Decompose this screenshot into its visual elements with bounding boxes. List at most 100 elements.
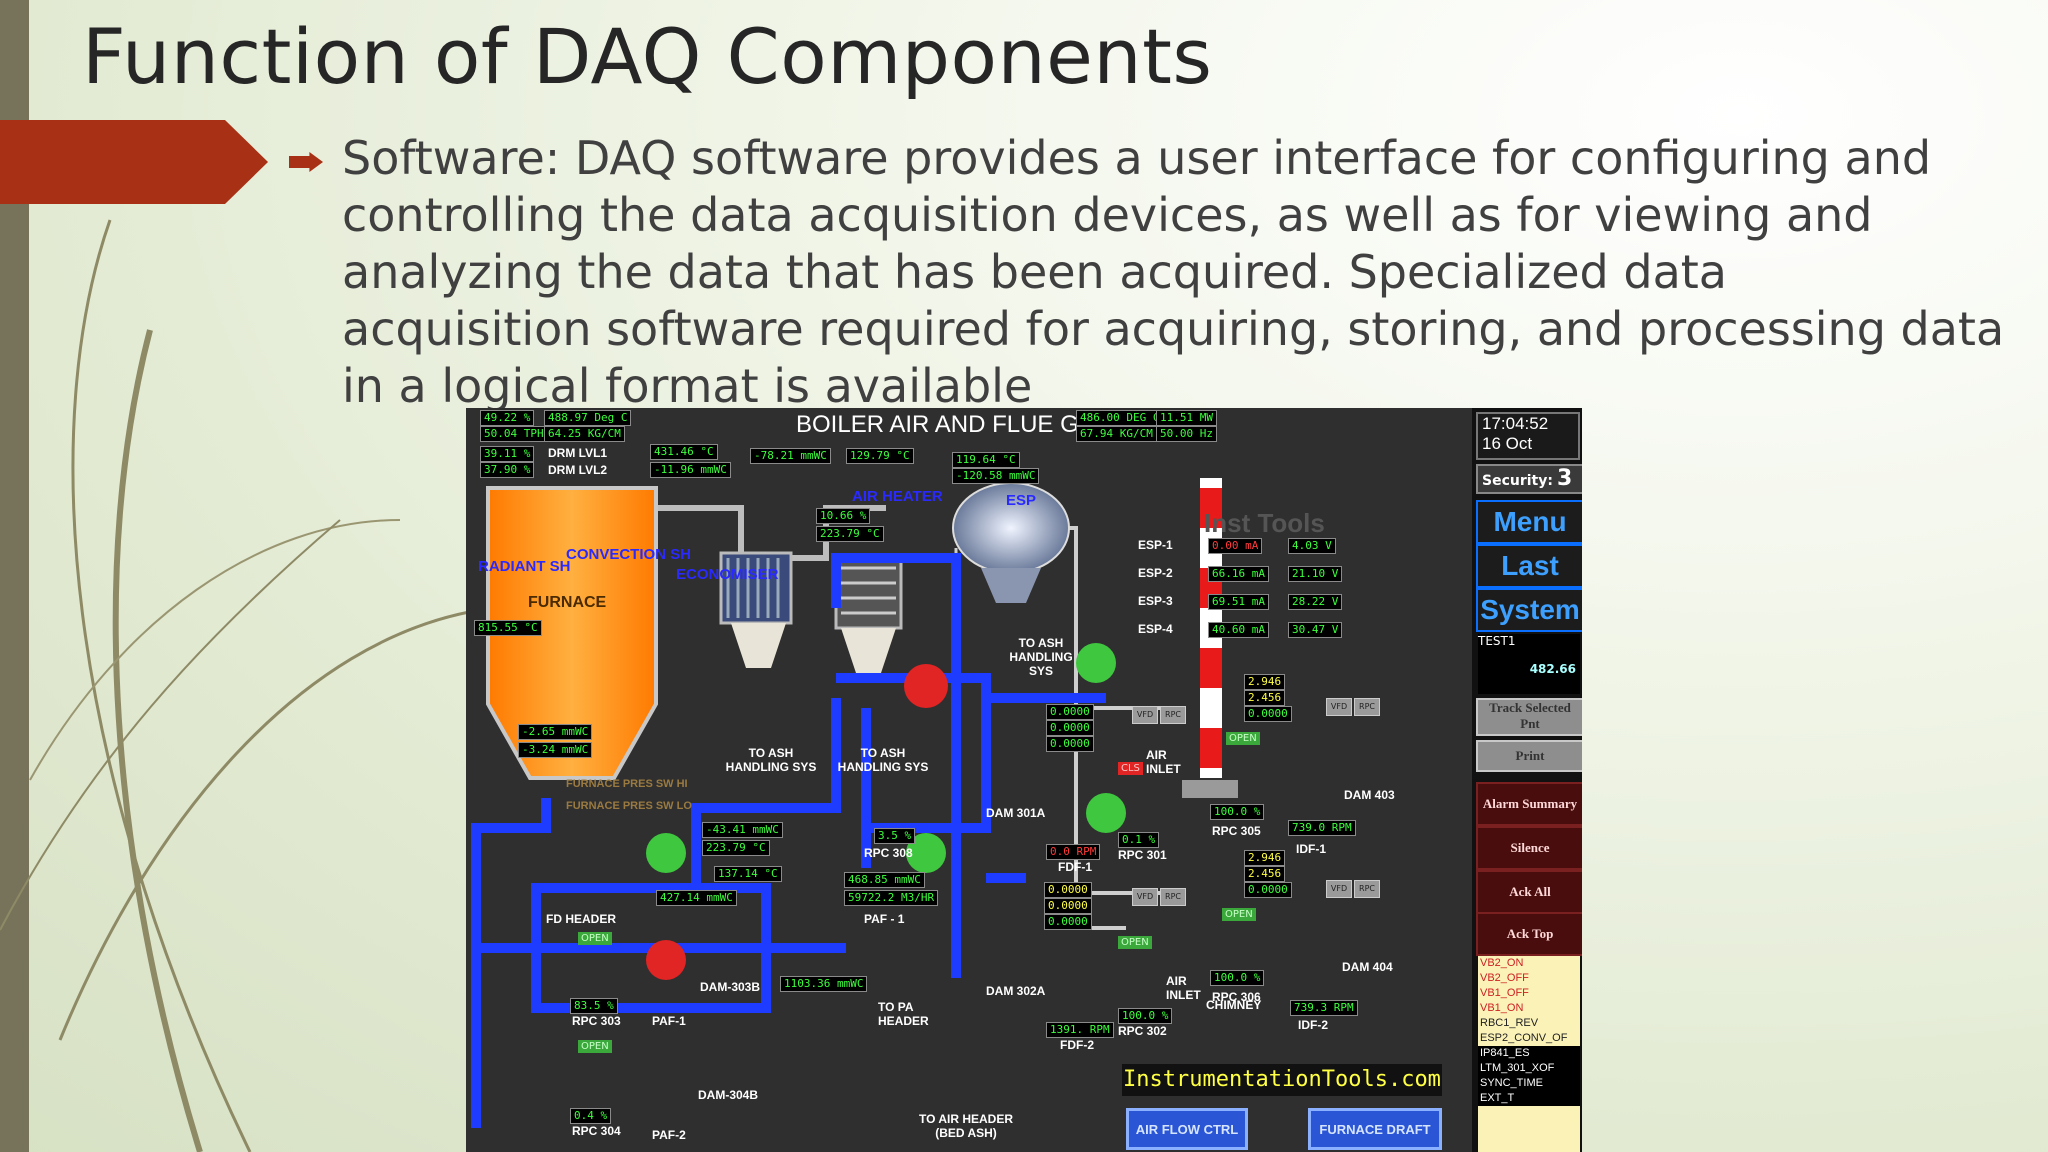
value-box: 427.14 mmWC (656, 890, 737, 906)
value-box: 137.14 °C (714, 866, 782, 882)
value-box: 11.51 MW (1156, 410, 1217, 426)
controller-pv[interactable]: 0.0000 (1046, 704, 1094, 720)
controller-label: RPC 302 (1118, 1024, 1167, 1038)
rpc-button[interactable]: RPC (1160, 706, 1186, 724)
fan-label: IDF-1 (1296, 842, 1326, 856)
value-box: 67.94 KG/CM (1076, 426, 1157, 442)
body-line: Software: DAQ software provides a user i… (342, 131, 1932, 185)
menu-button[interactable]: Menu (1476, 500, 1582, 544)
controller-out[interactable]: 0.0000 (1244, 706, 1292, 722)
air-flow-ctrl-button[interactable]: AIR FLOW CTRL (1126, 1108, 1248, 1150)
controller-pv[interactable]: 2.946 (1244, 674, 1286, 690)
value-box: -43.41 mmWC (702, 822, 783, 838)
alarm-item[interactable]: LTM_301_XOF (1478, 1061, 1580, 1076)
value-box: 0.4 % (570, 1108, 612, 1124)
controller-label: RPC 303 (572, 1014, 621, 1028)
ash-handling-label: TO ASH HANDLING SYS (725, 746, 817, 774)
track-selected-point-button[interactable]: Track Selected Pnt (1476, 698, 1582, 736)
vfd-button[interactable]: VFD (1132, 888, 1158, 906)
value-box: 739.0 RPM (1288, 820, 1356, 836)
clock-time: 17:04:52 (1482, 414, 1549, 433)
controller-pv[interactable]: 0.0000 (1044, 882, 1092, 898)
value-box: 815.55 °C (474, 620, 542, 636)
controller-sp[interactable]: 0.0000 (1046, 720, 1094, 736)
ash-handling-label: TO ASH HANDLING SYS (1009, 636, 1073, 678)
controller-pv[interactable]: 2.946 (1244, 850, 1286, 866)
alarm-item[interactable]: EXT_T (1478, 1091, 1580, 1106)
body-line: acquisition software required for acquir… (342, 302, 2005, 356)
value-box: -11.96 mmWC (650, 462, 731, 478)
esp-voltage: 4.03 V (1288, 538, 1336, 554)
silence-button[interactable]: Silence (1476, 826, 1582, 870)
esp-row-label: ESP-3 (1138, 594, 1173, 608)
body-line: controlling the data acquisition devices… (342, 188, 1873, 242)
drum-level-label: DRM LVL1 (548, 446, 608, 460)
air-inlet-label: AIR INLET (1146, 748, 1181, 776)
furnace-draft-button[interactable]: FURNACE DRAFT (1308, 1108, 1442, 1150)
fan-label: FDF-1 (1058, 860, 1092, 874)
controller-sp[interactable]: 2.456 (1244, 690, 1286, 706)
furnace-label: FURNACE (528, 594, 607, 611)
red-accent-tab (0, 120, 268, 204)
value-box: 3.5 % (874, 828, 916, 844)
value-box: 129.79 °C (846, 448, 914, 464)
test-point-label: TEST1 (1478, 634, 1516, 648)
vfd-button[interactable]: VFD (1326, 880, 1352, 898)
pa-header-label: TO PA HEADER (878, 1000, 929, 1028)
esp-row-label: ESP-4 (1138, 622, 1173, 636)
controller-label: RPC 308 (864, 846, 913, 860)
rpc-button[interactable]: RPC (1160, 888, 1186, 906)
rpc-button[interactable]: RPC (1354, 880, 1380, 898)
alarm-item[interactable]: ESP2_CONV_OF (1480, 1032, 1568, 1044)
value-box: 0.0 RPM (1046, 844, 1101, 860)
fan-label: PAF-2 (652, 1128, 686, 1142)
alarm-summary-button[interactable]: Alarm Summary (1476, 782, 1582, 826)
controller-out[interactable]: 0.0000 (1044, 914, 1092, 930)
value-box: 468.85 mmWC (844, 872, 925, 888)
controller-out[interactable]: 0.0000 (1046, 736, 1094, 752)
esp-voltage: 28.22 V (1288, 594, 1343, 610)
value-box: 37.90 % (480, 462, 535, 478)
alarm-item[interactable]: SYNC_TIME (1478, 1076, 1580, 1091)
value-box: 49.22 % (480, 410, 535, 426)
bullet-arrow-icon (289, 152, 323, 172)
alarm-list[interactable]: VB2_ON VB2_OFF VB1_OFF VB1_ON RBC1_REV E… (1478, 956, 1580, 1152)
hmi-screenshot: BOILER AIR AND FLUE GAS 49.22 % 488.97 D… (466, 408, 1582, 1152)
esp-label: ESP (1006, 492, 1037, 509)
alarm-item[interactable]: VB1_OFF (1480, 987, 1529, 999)
slide-body: Software: DAQ software provides a user i… (342, 130, 2005, 415)
drum-level-label: DRM LVL2 (548, 463, 608, 477)
damper-label: DAM 301A (986, 806, 1046, 820)
security-value: 3 (1556, 466, 1573, 491)
alarm-item[interactable]: VB2_ON (1480, 957, 1524, 969)
rpc-button[interactable]: RPC (1354, 698, 1380, 716)
esp-voltage: 30.47 V (1288, 622, 1343, 638)
value-box: -2.65 mmWC (518, 724, 593, 740)
alarm-item[interactable]: VB1_ON (1480, 1002, 1524, 1014)
controller-sp[interactable]: 0.0000 (1044, 898, 1092, 914)
alarm-item[interactable]: RBC1_REV (1480, 1017, 1539, 1029)
chimney-label: CHIMNEY (1206, 998, 1262, 1012)
vfd-button[interactable]: VFD (1132, 706, 1158, 724)
system-button[interactable]: System (1476, 588, 1582, 632)
value-box: 223.79 °C (816, 526, 884, 542)
controller-out[interactable]: 0.0000 (1244, 882, 1292, 898)
body-line: analyzing the data that has been acquire… (342, 245, 1727, 299)
value-box: -3.24 mmWC (518, 742, 593, 758)
fan-label: IDF-2 (1298, 1018, 1328, 1032)
controller-sp[interactable]: 2.456 (1244, 866, 1286, 882)
decorative-swoosh (0, 219, 481, 1152)
alarm-item[interactable]: IP841_ES (1478, 1046, 1580, 1061)
open-status-tag: OPEN (1226, 732, 1260, 745)
alarm-item[interactable]: VB2_OFF (1480, 972, 1529, 984)
print-button[interactable]: Print (1476, 740, 1582, 772)
value-box: 488.97 Deg C (544, 410, 632, 426)
open-status-tag: OPEN (578, 1040, 612, 1053)
last-button[interactable]: Last (1476, 544, 1582, 588)
ack-all-button[interactable]: Ack All (1476, 870, 1582, 914)
controller-label: RPC 304 (572, 1124, 621, 1138)
value-box: 739.3 RPM (1290, 1000, 1358, 1016)
economiser-label: ECONOMISER (676, 566, 779, 583)
vfd-button[interactable]: VFD (1326, 698, 1352, 716)
ack-top-button[interactable]: Ack Top (1476, 912, 1582, 956)
